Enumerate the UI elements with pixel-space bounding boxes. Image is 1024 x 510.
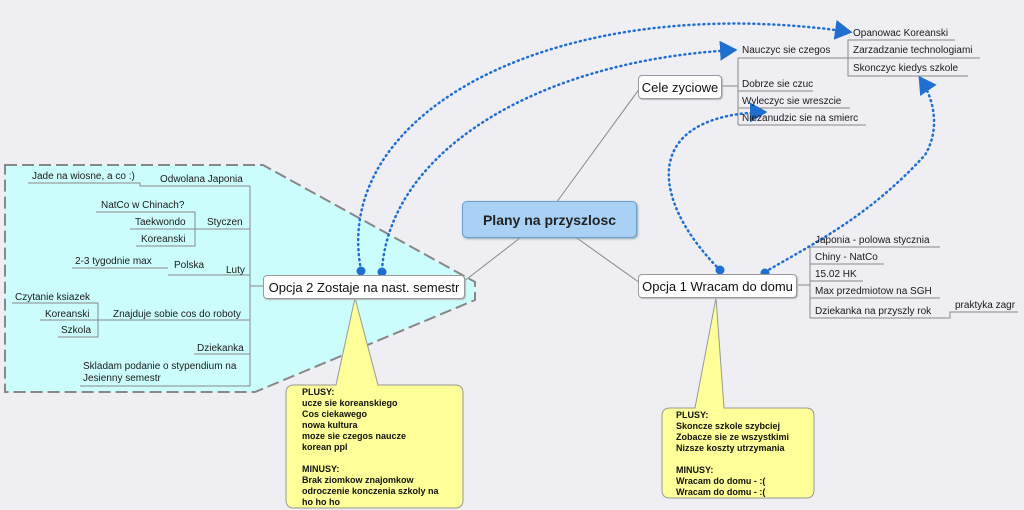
opcja2-item-odwolana[interactable]: Odwolana Japonia [160,174,243,185]
note-line: MINUSY: [302,464,340,474]
note-line: PLUSY: [302,387,335,397]
opcja2-item-podanie-2[interactable]: Jesienny semestr [83,373,161,384]
cele-item-wyleczyc[interactable]: Wyleczyc sie wreszcie [742,96,842,107]
opcja2-item-koreanski1[interactable]: Koreanski [141,234,186,245]
opcja2-item-szkola[interactable]: Szkola [61,325,92,336]
opcja1-item-dziekanka[interactable]: Dziekanka na przyszly rok [815,306,932,317]
opcja1-item-hk[interactable]: 15.02 HK [815,269,857,280]
note-line: Wracam do domu - :( [676,476,766,486]
note-line: Brak ziomkow znajomkow [302,475,414,485]
opcja2-item-natco[interactable]: NatCo w Chinach? [101,200,185,211]
opcja1-note-shape [661,297,815,499]
opcja2-item-roboty[interactable]: Znajduje sobie cos do roboty [113,309,241,320]
cele-sub-skonczyc[interactable]: Skonczyc kiedys szkole [853,63,959,74]
opcja2-branches [12,182,263,387]
cele-item-dobrze[interactable]: Dobrze sie czuc [742,79,814,90]
opcja2-item-styczen[interactable]: Styczen [207,217,243,228]
note-line: MINUSY: [676,465,714,475]
opcja1-topic[interactable]: Opcja 1 Wracam do domu [638,274,797,298]
cele-item-niezanudzic[interactable]: Niezanudzic sie na smierc [742,113,859,124]
opcja2-item-polska[interactable]: Polska [174,260,205,271]
opcja1-note: PLUSY: Skoncze szkole szybciej Zobacze s… [676,410,789,498]
opcja2-item-czytanie[interactable]: Czytanie ksiazek [15,292,91,303]
opcja1-item-praktyka[interactable]: praktyka zagr [955,300,1016,311]
note-line: Skoncze szkole szybciej [676,421,781,431]
opcja2-item-2-3[interactable]: 2-3 tygodnie max [75,256,152,267]
note-line: PLUSY: [676,410,709,420]
note-line: Nizsze koszty utrzymania [676,443,785,453]
note-line: korean ppl [302,442,348,452]
note-line: ucze sie koreanskiego [302,398,398,408]
cele-sub-zarzadzanie[interactable]: Zarzadzanie technologiami [853,45,973,56]
opcja2-item-dziekanka[interactable]: Dziekanka [197,343,244,354]
note-line: nowa kultura [302,420,358,430]
opcja1-branches [795,246,1018,319]
opcja2-topic[interactable]: Opcja 2 Zostaje na nast. semestr [263,275,465,299]
opcja1-item-max[interactable]: Max przedmiotow na SGH [815,286,932,297]
opcja2-note: PLUSY: ucze sie koreanskiego Cos ciekawe… [302,387,439,508]
opcja2-item-taekwondo[interactable]: Taekwondo [135,217,186,228]
opcja2-item-jade[interactable]: Jade na wiosne, a co :) [32,171,135,182]
opcja2-item-luty[interactable]: Luty [226,265,245,276]
cele-zyciowe-topic[interactable]: Cele zyciowe [638,75,722,99]
note-line: ho ho ho [302,497,340,507]
note-line: odroczenie konczenia szkoly na [302,486,439,496]
opcja1-item-chiny[interactable]: Chiny - NatCo [815,252,878,263]
relationship-links [357,19,937,274]
opcja2-item-koreanski2[interactable]: Koreanski [45,309,90,320]
note-line: Cos ciekawego [302,409,368,419]
opcja1-item-japonia[interactable]: Japonia - polowa stycznia [815,235,930,246]
note-line [302,453,439,464]
opcja2-note-shape [285,297,464,509]
note-line: Zobacze sie ze wszystkimi [676,432,790,442]
central-topic[interactable]: Plany na przyszlosc [462,201,637,238]
opcja2-item-podanie-1[interactable]: Skladam podanie o stypendium na [83,361,237,372]
note-line: moze sie czegos naucze [302,431,407,441]
note-line [676,454,789,465]
cele-sub-koreanski[interactable]: Opanowac Koreanski [853,28,949,39]
cele-item-nauczyc[interactable]: Nauczyc sie czegos [742,45,831,56]
note-line: Wracam do domu - :( [676,487,766,497]
